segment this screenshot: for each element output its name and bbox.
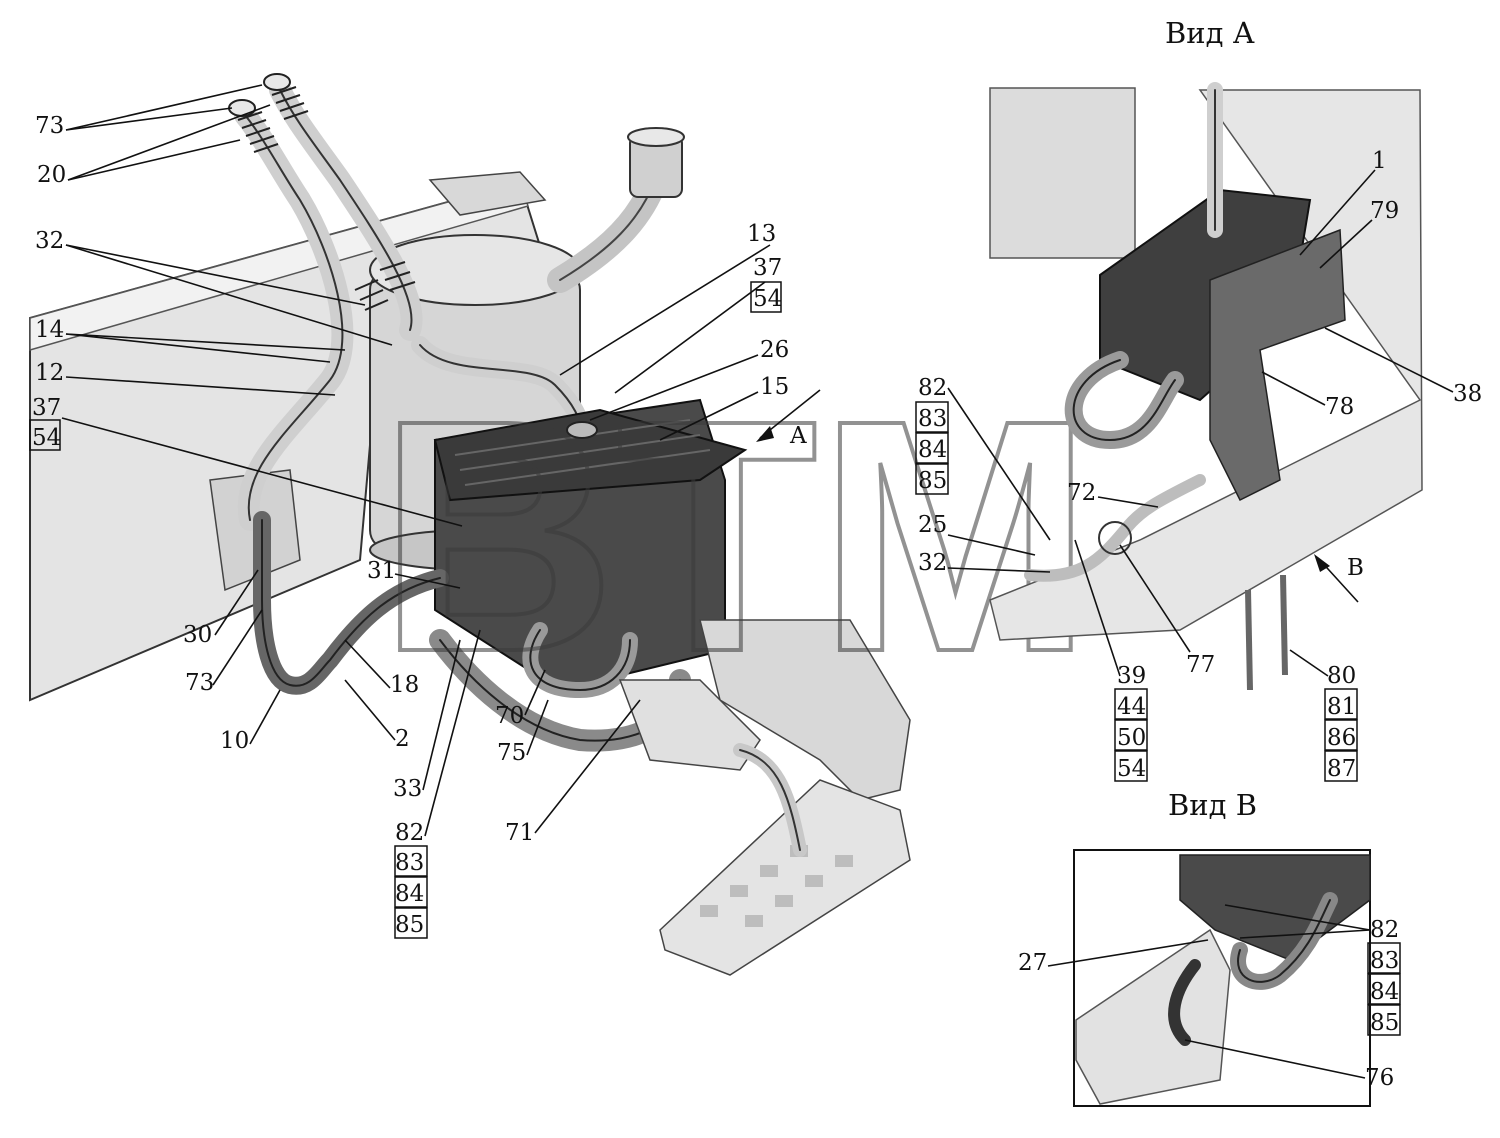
view-a-label-54: 54: [1117, 756, 1146, 782]
view-a-label-25: 25: [918, 512, 947, 538]
label-85-main: 85: [395, 912, 424, 938]
label-12: 12: [35, 360, 64, 386]
label-73-top: 73: [35, 113, 64, 139]
support-arm: [699, 619, 911, 801]
corrugated-sections: [237, 86, 416, 311]
view-a-label-82: 82: [918, 375, 947, 401]
main-assembly-view: [29, 73, 911, 976]
view-a-label-84: 84: [918, 437, 947, 463]
view-a-label-50: 50: [1117, 725, 1146, 751]
label-10: 10: [220, 728, 249, 754]
view-a-label-78: 78: [1325, 394, 1354, 420]
label-18: 18: [390, 672, 419, 698]
label-71: 71: [505, 820, 534, 846]
label-82-main: 82: [395, 820, 424, 846]
view-a-title: Вид А: [1165, 16, 1255, 50]
view-b-label-82: 82: [1370, 917, 1399, 943]
step-plate: [659, 779, 911, 976]
view-b-label-83: 83: [1370, 948, 1399, 974]
label-33: 33: [393, 776, 422, 802]
view-b-label-85: 85: [1370, 1010, 1399, 1036]
label-54-right: 54: [753, 286, 782, 312]
view-b-label-76: 76: [1365, 1065, 1394, 1091]
view-a-label-1: 1: [1372, 148, 1387, 174]
label-20: 20: [37, 162, 66, 188]
label-84-main: 84: [395, 881, 424, 907]
label-26: 26: [760, 337, 789, 363]
view-a-direction-arrow: A: [756, 389, 821, 449]
view-a-label-39: 39: [1117, 663, 1146, 689]
upper-plate: [428, 171, 547, 216]
label-37-right: 37: [753, 255, 782, 281]
label-14: 14: [35, 317, 64, 343]
view-a-label-32: 32: [918, 550, 947, 576]
label-15: 15: [760, 374, 789, 400]
label-73-bottom: 73: [185, 670, 214, 696]
label-83-main: 83: [395, 850, 424, 876]
view-b-label-27: 27: [1018, 950, 1047, 976]
view-b-label-84: 84: [1370, 979, 1399, 1005]
label-32: 32: [35, 228, 64, 254]
view-a-label-44: 44: [1117, 694, 1146, 720]
view-a-frame: [989, 89, 1423, 641]
label-30: 30: [183, 622, 212, 648]
label-54-left: 54: [32, 425, 61, 451]
view-a-label-86: 86: [1327, 725, 1356, 751]
label-75: 75: [497, 740, 526, 766]
label-37-left: 37: [32, 395, 61, 421]
view-a-label-87: 87: [1327, 756, 1356, 782]
view-a-label-77: 77: [1186, 652, 1215, 678]
view-a-label-79: 79: [1370, 198, 1399, 224]
direction-a-label: A: [789, 423, 807, 449]
view-a-pipe: [1024, 474, 1206, 582]
view-a-label-83: 83: [918, 406, 947, 432]
view-a: Вид А B 1 79 38 78 82 83 84 85: [915, 16, 1482, 782]
view-a-label-80: 80: [1327, 663, 1356, 689]
view-a-cylinder: [989, 87, 1136, 259]
view-a-label-38: 38: [1453, 381, 1482, 407]
view-a-bracket: [1209, 228, 1346, 502]
label-2: 2: [395, 726, 410, 752]
tube-end-cap-1: [228, 99, 256, 117]
heater-ribs: [454, 419, 711, 486]
view-a-label-85: 85: [918, 468, 947, 494]
watermark-text: BTM: [378, 351, 1093, 720]
direction-b-label: B: [1347, 555, 1364, 581]
label-70: 70: [495, 703, 524, 729]
view-a-label-72: 72: [1067, 480, 1096, 506]
frame-rail-top: [29, 181, 529, 351]
view-a-bolt-2: [1280, 574, 1288, 676]
main-labels: 73 20 32 14 12 37 54 13 37 54 26 15 31 3…: [29, 84, 789, 939]
label-31: 31: [367, 558, 396, 584]
view-a-label-81: 81: [1327, 694, 1356, 720]
view-b-title: Вид В: [1168, 788, 1257, 822]
view-b-tube-76: [1168, 959, 1201, 1046]
tube-end-cap-2: [263, 73, 291, 91]
label-13: 13: [747, 221, 776, 247]
view-a-bolt-1: [1245, 589, 1253, 691]
view-b: Вид В 82 83 84 85 27 76: [1018, 788, 1401, 1107]
heater-cap: [566, 421, 598, 439]
